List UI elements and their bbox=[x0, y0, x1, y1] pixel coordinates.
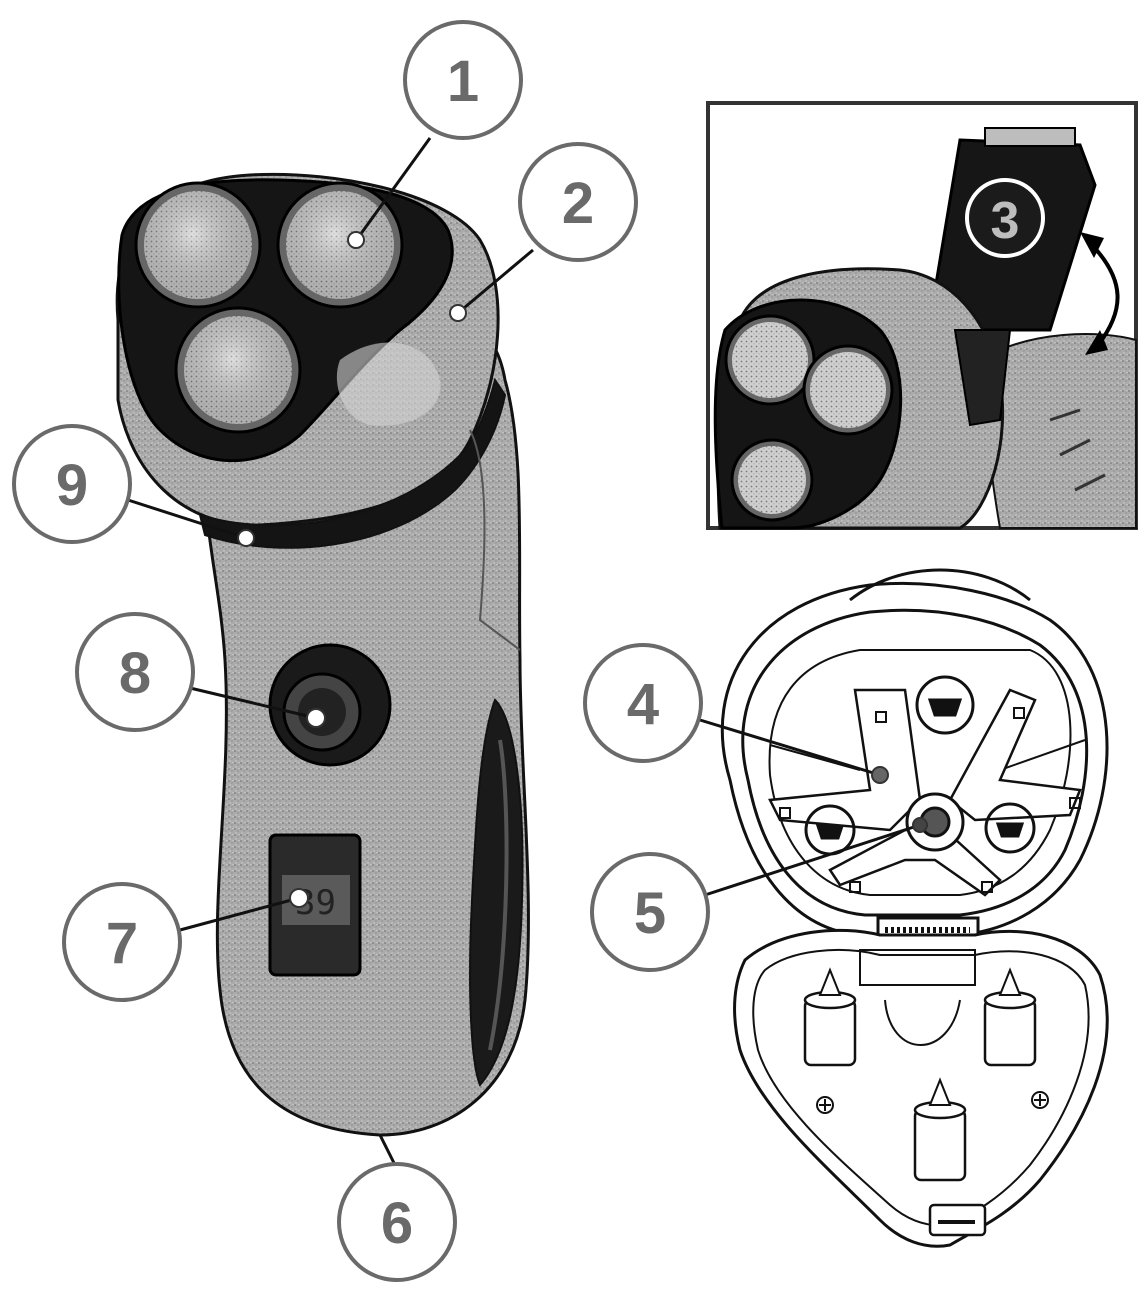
callout-9: 9 bbox=[12, 424, 132, 544]
peg-left bbox=[803, 967, 857, 1067]
callout-4: 4 bbox=[583, 643, 703, 763]
callout-6-label: 6 bbox=[381, 1191, 413, 1256]
leader-dot-4 bbox=[871, 766, 889, 784]
callout-4-label: 4 bbox=[627, 672, 659, 737]
callout-5: 5 bbox=[590, 852, 710, 972]
callout-7-label: 7 bbox=[106, 911, 138, 976]
callout-2: 2 bbox=[518, 142, 638, 262]
callout-8-label: 8 bbox=[119, 641, 151, 706]
callout-5-label: 5 bbox=[634, 881, 666, 946]
inset-trimmer bbox=[706, 101, 1138, 530]
leader-4 bbox=[699, 718, 881, 777]
lcd-display: 39 bbox=[268, 833, 362, 977]
leader-7 bbox=[179, 896, 300, 932]
peg-bottom bbox=[913, 1077, 967, 1182]
leader-2 bbox=[457, 248, 534, 315]
leader-1 bbox=[358, 137, 432, 236]
leader-9 bbox=[127, 498, 247, 540]
peg-right bbox=[983, 967, 1037, 1067]
callout-7: 7 bbox=[62, 882, 182, 1002]
callout-2-label: 2 bbox=[562, 171, 594, 236]
callout-8: 8 bbox=[75, 612, 195, 732]
case-base bbox=[733, 928, 1109, 1248]
callout-9-label: 9 bbox=[56, 453, 88, 518]
motion-arrow bbox=[1080, 232, 1120, 355]
leader-lines bbox=[127, 137, 921, 1166]
callout-3-label: 3 bbox=[991, 192, 1020, 250]
side-grip bbox=[469, 698, 524, 1087]
leader-dot-1 bbox=[347, 231, 365, 249]
leader-dot-7 bbox=[289, 888, 309, 908]
leader-dot-8 bbox=[306, 708, 326, 728]
callout-3: 3 bbox=[965, 178, 1045, 258]
leader-dot-5 bbox=[912, 817, 928, 833]
leader-5 bbox=[704, 823, 921, 897]
callout-1: 1 bbox=[403, 20, 523, 140]
leader-dot-2 bbox=[449, 304, 467, 322]
callout-1-label: 1 bbox=[447, 49, 479, 114]
callouts: 1 2 3 4 5 6 7 8 bbox=[12, 20, 1045, 1282]
leader-dot-9 bbox=[237, 529, 255, 547]
travel-case bbox=[720, 568, 1109, 1248]
shaving-heads bbox=[134, 181, 404, 434]
callout-6: 6 bbox=[337, 1162, 457, 1282]
power-button bbox=[268, 643, 392, 767]
head-ring bbox=[198, 377, 507, 549]
leader-6 bbox=[378, 1134, 397, 1166]
shaver-main: 39 bbox=[115, 172, 530, 1137]
leader-8 bbox=[189, 686, 317, 720]
